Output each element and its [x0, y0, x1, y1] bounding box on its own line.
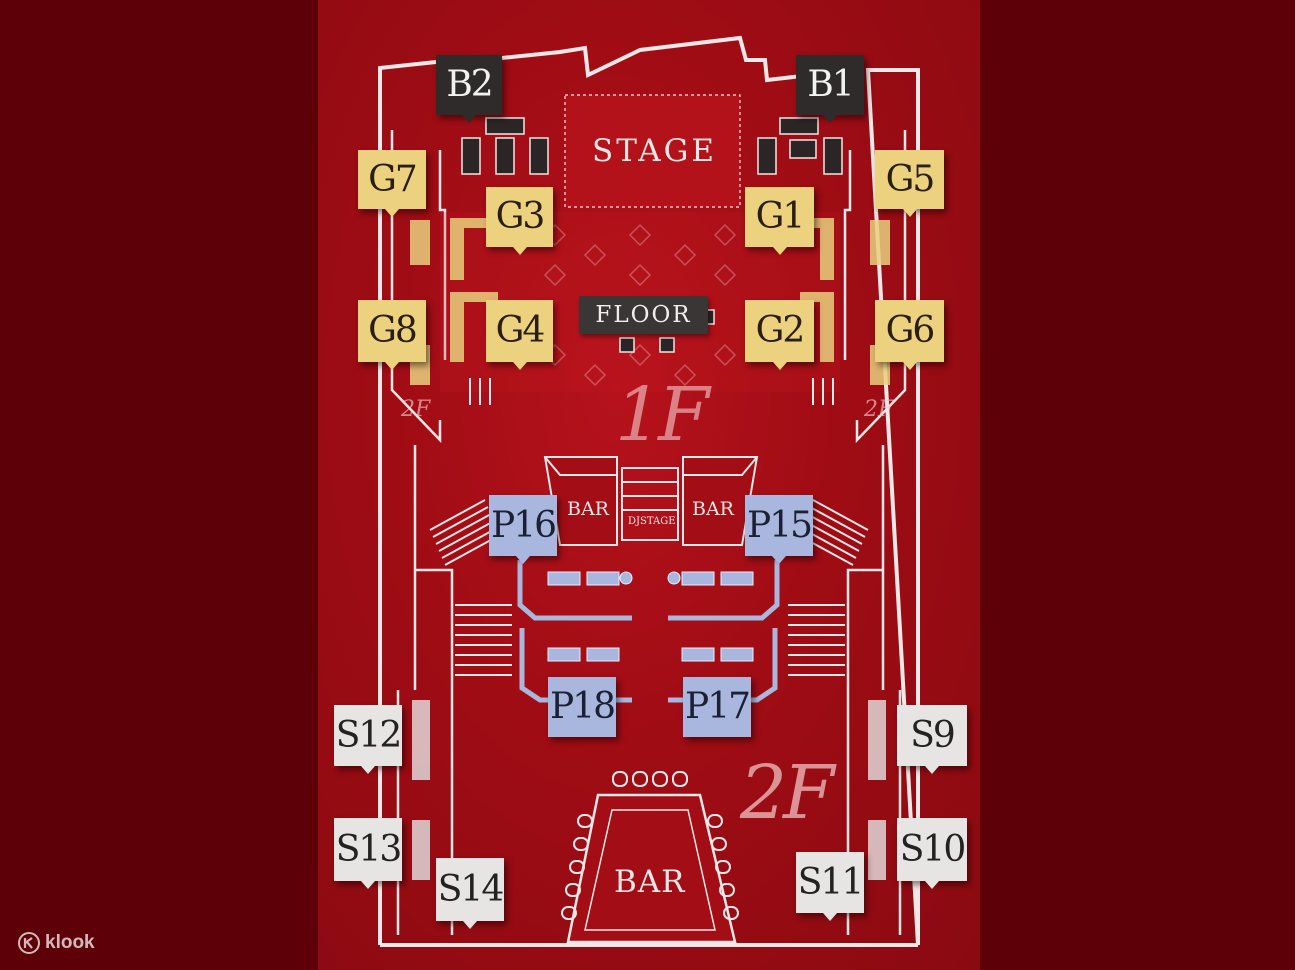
second-floor-main-label: 2F	[740, 750, 834, 836]
table-p17[interactable]: P17	[683, 677, 751, 737]
klook-brand-text: klook	[45, 932, 95, 953]
table-s10[interactable]: S10	[897, 818, 967, 889]
floor-label: FLOOR	[579, 296, 708, 334]
table-p15[interactable]: P15	[745, 495, 813, 564]
klook-logo-icon	[18, 932, 40, 954]
table-p16[interactable]: P16	[489, 495, 557, 564]
bar-stools	[561, 771, 739, 920]
bar-left-label: BAR	[567, 498, 609, 520]
table-s9[interactable]: S9	[897, 705, 967, 774]
table-s14[interactable]: S14	[436, 858, 504, 929]
second-floor-right-label: 2F	[864, 397, 894, 422]
stage-label: STAGE	[592, 133, 717, 169]
bar-right-label: BAR	[692, 498, 734, 520]
table-b1[interactable]: B1	[796, 55, 864, 123]
table-g8[interactable]: G8	[358, 300, 426, 370]
table-g3[interactable]: G3	[486, 187, 553, 255]
table-g5[interactable]: G5	[875, 150, 944, 217]
table-s11[interactable]: S11	[796, 852, 864, 921]
table-g2[interactable]: G2	[745, 300, 814, 370]
second-floor-left-label: 2F	[401, 397, 431, 422]
table-s12[interactable]: S12	[334, 705, 402, 774]
outer-wall	[378, 35, 920, 946]
table-b2[interactable]: B2	[436, 55, 502, 123]
table-p18[interactable]: P18	[548, 677, 616, 737]
central-bar	[543, 456, 759, 546]
mezzanine-edge	[413, 445, 885, 690]
table-s13[interactable]: S13	[334, 818, 402, 889]
s-seating	[412, 700, 886, 880]
klook-watermark: klook	[18, 932, 95, 954]
stairs	[429, 378, 869, 676]
right-corridor-wall	[855, 130, 907, 444]
table-g7[interactable]: G7	[358, 150, 426, 217]
stage-area	[564, 94, 741, 208]
first-floor-label: 1F	[615, 372, 709, 458]
b-furniture	[461, 117, 843, 175]
table-g1[interactable]: G1	[745, 187, 814, 255]
bottom-bar	[566, 793, 737, 944]
table-g4[interactable]: G4	[486, 300, 553, 370]
left-corridor-wall	[390, 130, 442, 444]
table-g6[interactable]: G6	[875, 300, 944, 370]
dj-stage-label: DJSTAGE	[628, 516, 676, 527]
p-tables	[547, 571, 754, 662]
bar-bottom-label: BAR	[614, 864, 686, 900]
